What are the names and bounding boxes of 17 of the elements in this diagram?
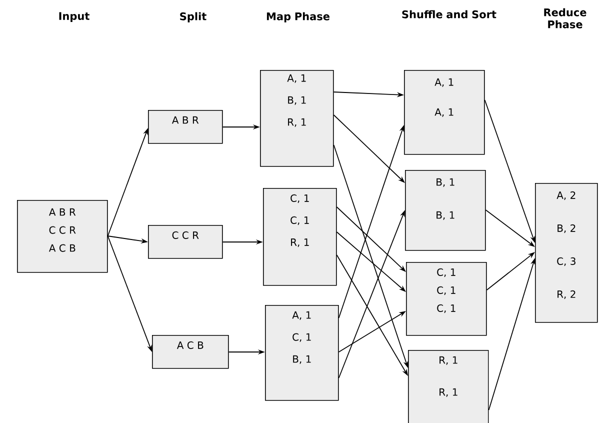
process-box: A C B bbox=[152, 335, 229, 369]
column-heading: Map Phase bbox=[266, 12, 330, 22]
process-box: A, 2 B, 2 C, 3 R, 2 bbox=[535, 183, 598, 323]
process-box: A B R bbox=[148, 110, 223, 144]
column-heading: Reduce Phase bbox=[544, 8, 586, 28]
process-box: A, 1 B, 1 R, 1 bbox=[260, 70, 334, 167]
process-box: A, 1 A, 1 bbox=[404, 70, 485, 155]
process-box: B, 1 B, 1 bbox=[405, 170, 486, 251]
process-box: A, 1 C, 1 B, 1 bbox=[265, 305, 339, 401]
process-box: C, 1 C, 1 R, 1 bbox=[263, 188, 337, 286]
column-heading: Input bbox=[59, 12, 90, 22]
process-box: R, 1 R, 1 bbox=[408, 350, 489, 423]
column-heading: Shuffle and Sort bbox=[402, 10, 496, 18]
column-heading: Split bbox=[180, 12, 206, 22]
process-box: A B R C C R A C B bbox=[17, 200, 108, 273]
process-box: C, 1 C, 1 C, 1 bbox=[406, 262, 487, 336]
process-box: C C R bbox=[148, 225, 223, 259]
